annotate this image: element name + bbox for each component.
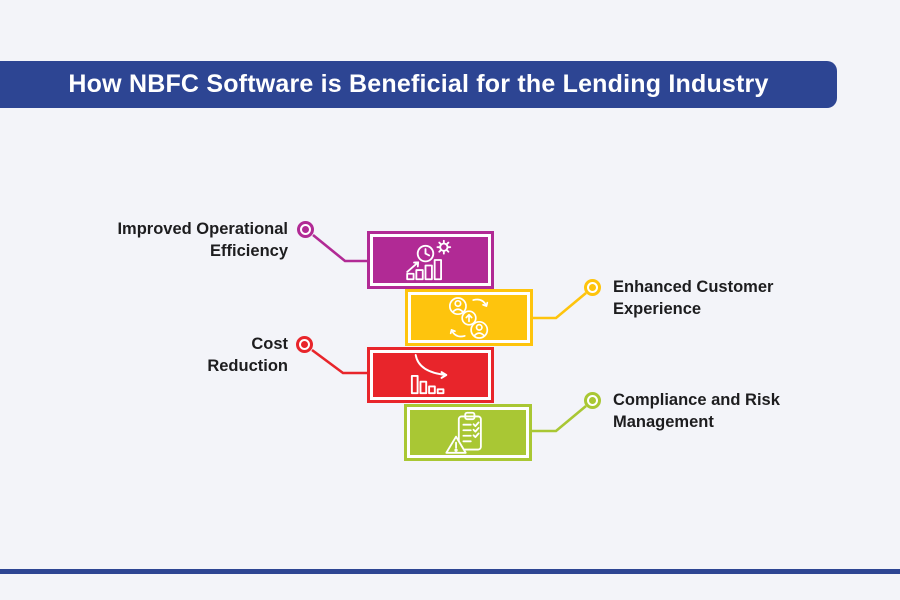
benefit-box-efficiency (367, 231, 494, 289)
connector-line-2 (533, 292, 587, 320)
benefit-box-compliance-fill (410, 410, 526, 455)
benefit-box-cost (367, 347, 494, 403)
marker-dot-customer-core (589, 284, 596, 291)
marker-dot-efficiency (297, 221, 314, 238)
label-line: Enhanced Customer (613, 278, 774, 296)
customer-cycle-icon (448, 296, 489, 339)
page-title: How NBFC Software is Beneficial for the … (68, 70, 769, 98)
marker-dot-compliance-core (589, 397, 596, 404)
marker-dot-cost (296, 336, 313, 353)
marker-dot-efficiency-core (302, 226, 309, 233)
label-line: Management (613, 413, 714, 431)
label-line: Reduction (207, 357, 288, 375)
marker-dot-cost-core (301, 341, 308, 348)
label-line: Improved Operational (117, 220, 288, 238)
benefit-box-customer (405, 289, 533, 346)
benefit-box-compliance (404, 404, 532, 461)
benefit-box-customer-fill (411, 295, 527, 340)
benefit-box-efficiency-fill (373, 237, 488, 283)
connector-line-3 (311, 348, 368, 375)
connector-line-1 (312, 233, 368, 263)
efficiency-growth-icon (405, 239, 451, 281)
label-cost-reduction: Cost Reduction (207, 333, 288, 377)
label-line: Cost (251, 335, 288, 353)
marker-dot-compliance (584, 392, 601, 409)
label-enhanced-customer-experience: Enhanced Customer Experience (613, 276, 773, 320)
cost-decline-icon (410, 353, 447, 395)
connector-line-4 (532, 405, 587, 433)
label-line: Compliance and Risk (613, 391, 780, 409)
label-line: Efficiency (210, 242, 288, 260)
marker-dot-customer (584, 279, 601, 296)
label-line: Experience (613, 300, 702, 318)
label-improved-operational-efficiency: Improved Operational Efficiency (117, 218, 288, 262)
label-compliance-risk-management: Compliance and Risk Management (613, 389, 780, 433)
compliance-checklist-icon (445, 411, 482, 454)
title-banner: How NBFC Software is Beneficial for the … (0, 61, 837, 108)
footer-divider-line (0, 569, 900, 574)
benefit-box-cost-fill (373, 353, 488, 397)
